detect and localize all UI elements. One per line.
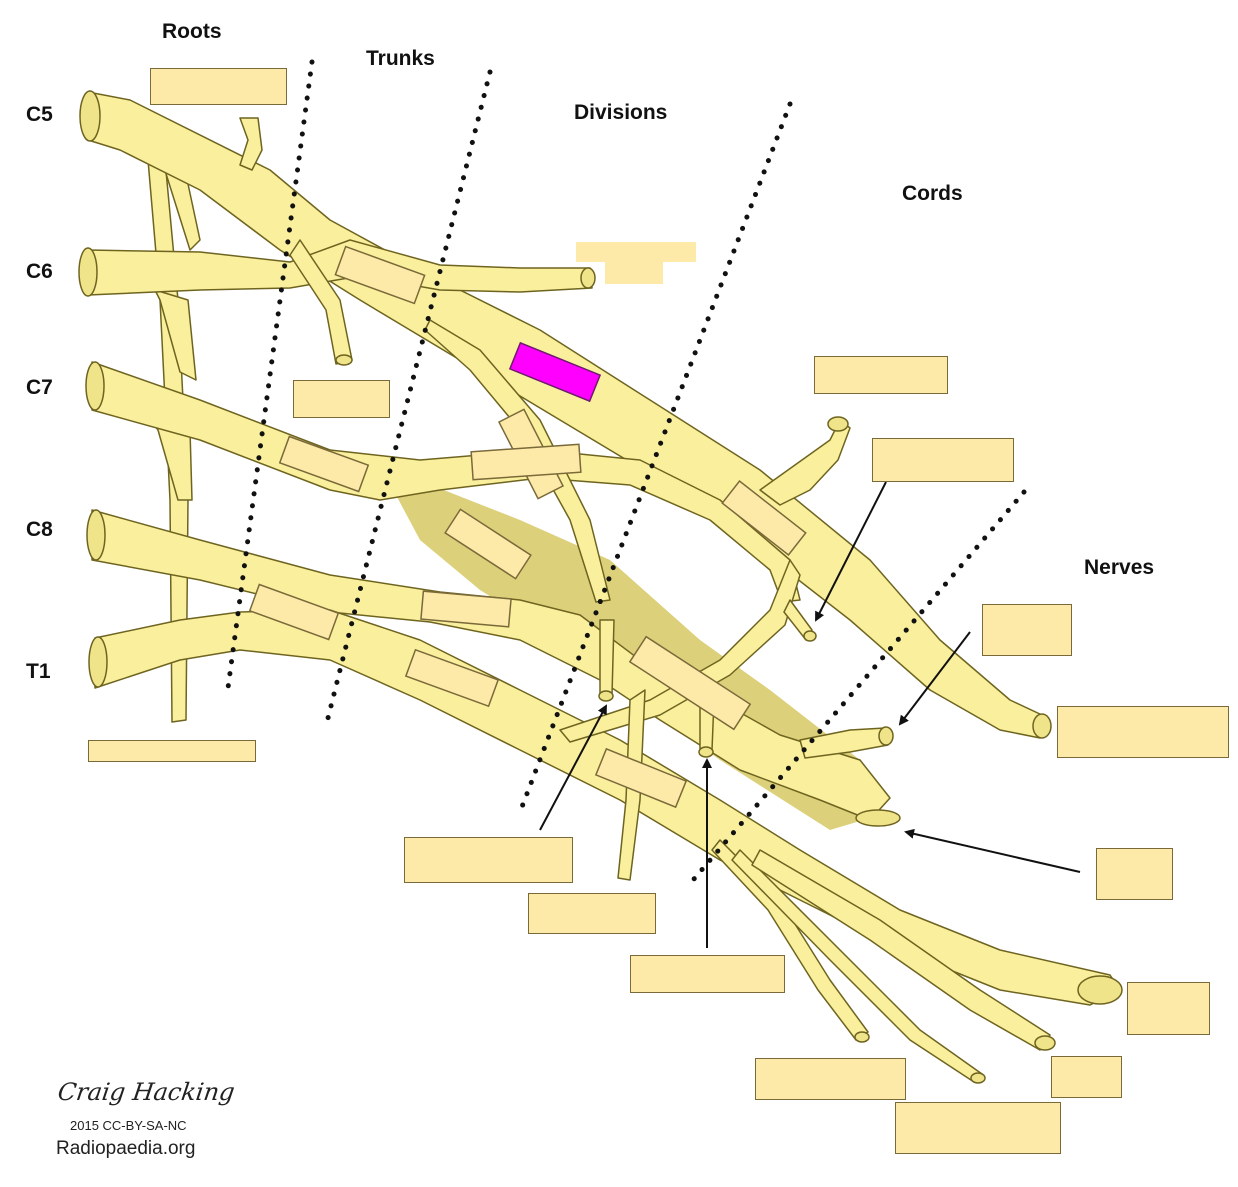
- medial-pectoral-branch: [599, 619, 615, 697]
- arrow-medial-pectoral: [539, 704, 607, 831]
- label-box-suprascapular-bottom[interactable]: [605, 262, 663, 284]
- label-box-middle-anterior-div: [470, 443, 582, 481]
- label-box-ulnar[interactable]: [755, 1058, 906, 1100]
- label-box-axillary-arrow[interactable]: [982, 604, 1072, 656]
- header-nerves: Nerves: [1084, 556, 1155, 579]
- c8-root-end: [86, 509, 106, 561]
- label-box-long-thoracic[interactable]: [88, 740, 256, 762]
- roots-trunks-divider: [225, 59, 315, 691]
- label-box-middle-trunk: [278, 435, 370, 493]
- medial-antebrachial-end: [970, 1072, 986, 1084]
- arrow-lateral-pectoral: [815, 481, 887, 622]
- label-box-medial-antebrachial[interactable]: [895, 1102, 1061, 1154]
- cords-nerves-divider: [685, 489, 1027, 889]
- label-box-suprascapular-top[interactable]: [576, 242, 696, 262]
- lateral-pectoral-end: [803, 630, 817, 642]
- header-divisions: Divisions: [574, 101, 668, 124]
- label-box-musculocutaneous[interactable]: [814, 356, 948, 394]
- label-box-median[interactable]: [1127, 982, 1210, 1035]
- c5-root-end: [79, 90, 101, 142]
- upper-trunk-posterior-division: [424, 319, 611, 603]
- connecting-branch-c6-c7: [154, 289, 197, 381]
- medial-pectoral-end: [598, 690, 614, 702]
- medial-brachial-end: [1034, 1035, 1056, 1051]
- label-box-lateral-cord: [721, 480, 807, 556]
- label-box-middle-posterior-div: [444, 508, 532, 580]
- arrow-axillary: [898, 631, 971, 726]
- medial-cutaneous-end: [698, 746, 714, 758]
- header-roots: Roots: [162, 20, 222, 43]
- c7-root: [91, 361, 801, 603]
- label-box-lateral-pectoral[interactable]: [872, 438, 1014, 482]
- label-box-axillary[interactable]: [1057, 706, 1229, 758]
- root-label-t1: T1: [26, 660, 51, 683]
- c5-dorsal-scapular-branch: [239, 117, 263, 171]
- label-box-lower-trunk: [248, 583, 340, 641]
- lateral-cord-branch: [759, 419, 851, 506]
- label-box-medial-pectoral[interactable]: [404, 837, 573, 883]
- label-box-thoracodorsal[interactable]: [528, 893, 656, 934]
- label-box-medial-cord: [594, 747, 688, 809]
- circumflex-branch-end: [878, 726, 894, 746]
- root-label-c6: C6: [26, 260, 53, 283]
- header-cords: Cords: [902, 182, 963, 205]
- t1-root-end: [88, 636, 108, 688]
- credit-license: 2015 CC-BY-SA-NC: [70, 1118, 187, 1133]
- suprascapular-end: [335, 354, 353, 366]
- credit-site: Radiopaedia.org: [56, 1138, 196, 1159]
- medial-brachial-nerve: [751, 849, 1051, 1051]
- label-box-radial[interactable]: [1096, 848, 1173, 900]
- c6-suprascapular-end: [580, 267, 596, 289]
- arrow-radial: [904, 828, 1081, 873]
- root-label-c5: C5: [26, 103, 53, 126]
- label-box-lower-anterior-div: [420, 590, 512, 628]
- trunks-divisions-divider: [325, 69, 493, 721]
- lateral-cord-branch-end: [827, 416, 849, 432]
- divisions-cords-divider: [517, 101, 793, 815]
- root-label-c7: C7: [26, 376, 53, 399]
- label-box-roots[interactable]: [150, 68, 287, 105]
- highlight-box: [508, 341, 602, 403]
- c7-root-end: [85, 361, 105, 411]
- label-box-suprascapular-nerve[interactable]: [293, 380, 390, 418]
- root-label-c8: C8: [26, 518, 53, 541]
- suprascapular-branch: [289, 239, 353, 365]
- header-trunks: Trunks: [366, 47, 435, 70]
- label-box-posterior-cord: [628, 635, 752, 731]
- label-box-medial-brachial[interactable]: [1051, 1056, 1122, 1098]
- median-nerve-end: [1077, 975, 1123, 1005]
- label-box-lower-posterior-div: [404, 648, 500, 708]
- label-box-medial-cutaneous-arm[interactable]: [630, 955, 785, 993]
- credit-author: Craig Hacking: [56, 1078, 237, 1106]
- ulnar-nerve-end: [854, 1031, 870, 1043]
- radial-nerve-end: [855, 809, 901, 827]
- c6-root-end: [78, 247, 98, 297]
- label-box-upper-trunk: [334, 245, 426, 305]
- axillary-nerve-end: [1032, 713, 1052, 739]
